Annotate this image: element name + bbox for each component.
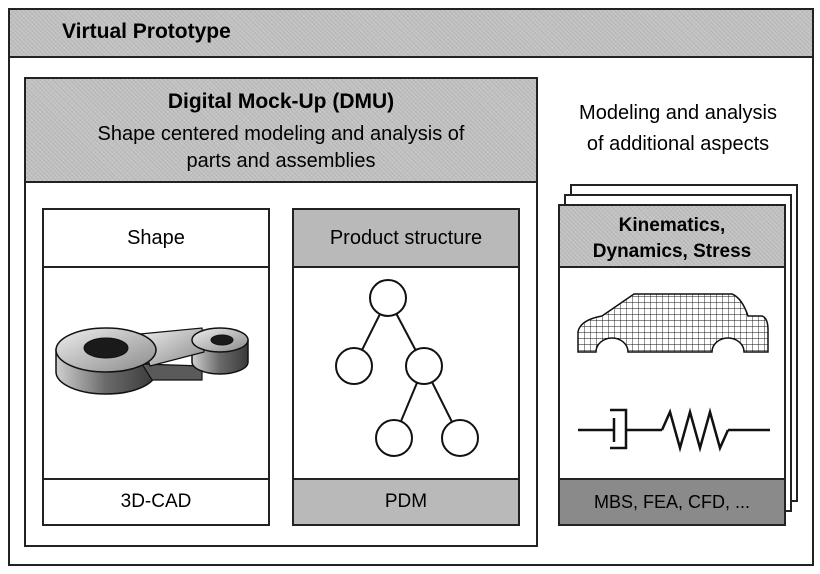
- aspects-title-line2: Dynamics, Stress: [592, 241, 752, 262]
- aspects-title-line1: Kinematics,: [618, 215, 726, 236]
- virtual-prototype-header: Virtual Prototype: [10, 10, 812, 58]
- dmu-header: Digital Mock-Up (DMU) Shape centered mod…: [26, 79, 536, 183]
- aspects-card-footer: MBS, FEA, CFD, ...: [560, 478, 784, 524]
- dmu-title: Digital Mock-Up (DMU): [167, 90, 395, 113]
- cad-part-icon: [55, 327, 249, 395]
- dmu-box: [24, 77, 538, 547]
- aspects-card-header: Kinematics, Dynamics, Stress: [560, 206, 784, 268]
- dmu-subtitle-line2: parts and assemblies: [186, 149, 376, 172]
- dmu-subtitle-line1: Shape centered modeling and analysis of: [97, 122, 465, 145]
- damper-spring-icon: [578, 407, 770, 453]
- aspects-heading-line1: Modeling and analysis: [579, 101, 777, 124]
- aspects-card: Kinematics, Dynamics, Stress MBS, FEA, C…: [558, 204, 786, 526]
- car-mesh-icon: [577, 293, 769, 353]
- shape-panel-title: Shape: [44, 210, 268, 268]
- page-title: Virtual Prototype: [62, 20, 231, 43]
- product-structure-footer: PDM: [294, 478, 518, 524]
- aspects-heading-line2: of additional aspects: [586, 132, 770, 155]
- product-structure-title: Product structure: [294, 210, 518, 268]
- virtual-prototype-frame: [8, 8, 814, 566]
- shape-panel-footer: 3D-CAD: [44, 478, 268, 524]
- product-structure-panel: Product structure PDM: [292, 208, 520, 526]
- tree-structure-icon: [335, 279, 479, 457]
